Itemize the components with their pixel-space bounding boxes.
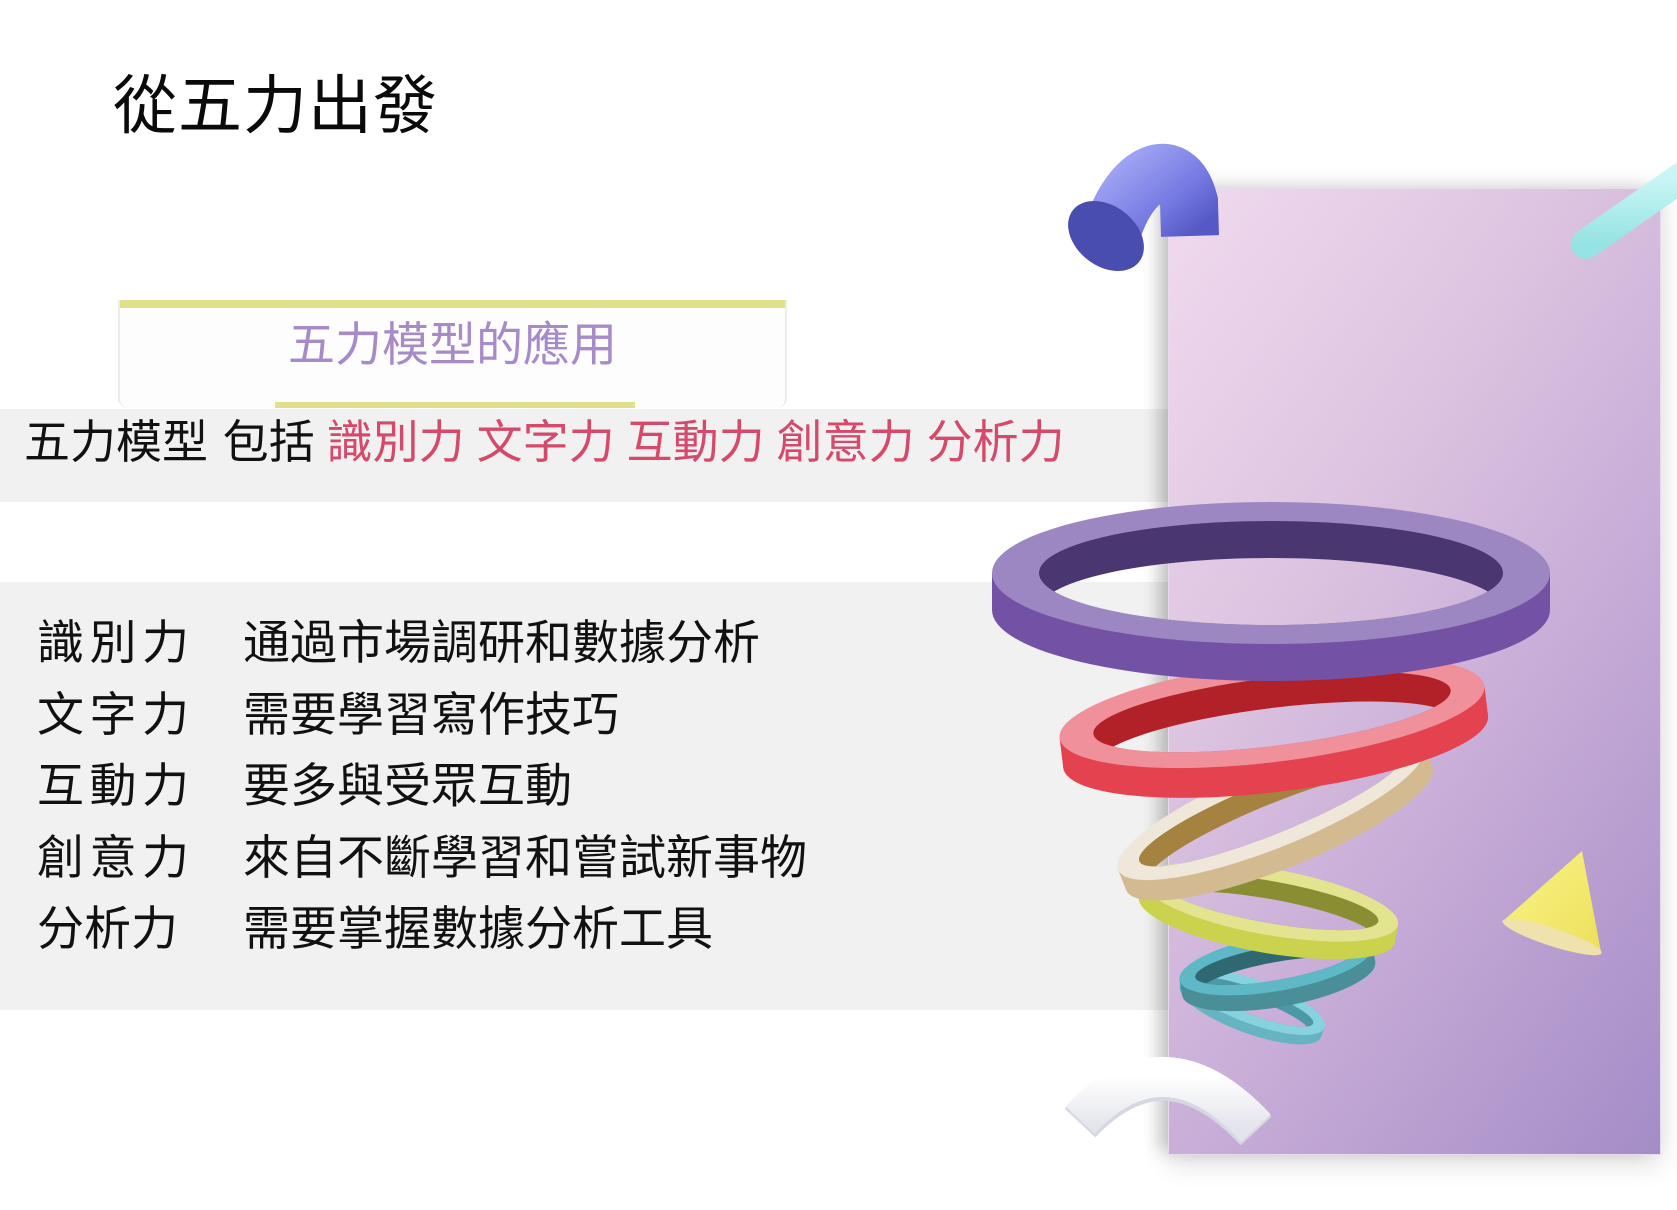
item-label: 識別力 xyxy=(37,616,195,672)
list-item: 創意力 來自不斷學習和嘗試新事物 xyxy=(37,818,807,890)
item-description: 需要學習寫作技巧 xyxy=(243,687,619,743)
highlight-identification: 識別力 xyxy=(326,415,465,469)
item-description: 要多與受眾互動 xyxy=(243,759,572,815)
decorative-panel xyxy=(1168,188,1661,1155)
highlight-creativity: 創意力 xyxy=(776,415,915,469)
details-list: 識別力 通過市場調研和數據分析 文字力 需要學習寫作技巧 互動力 要多與受眾互動… xyxy=(37,603,807,961)
item-description: 通過市場調研和數據分析 xyxy=(243,616,760,672)
list-item: 互動力 要多與受眾互動 xyxy=(37,746,807,818)
card-bottom-accent-bar xyxy=(275,402,635,408)
list-item: 文字力 需要學習寫作技巧 xyxy=(37,675,807,747)
item-label: 創意力 xyxy=(37,830,195,886)
item-label: 文字力 xyxy=(37,687,195,743)
subtitle-card: 五力模型的應用 xyxy=(118,300,787,408)
list-item: 識別力 通過市場調研和數據分析 xyxy=(37,603,807,675)
item-description: 需要掌握數據分析工具 xyxy=(243,902,713,958)
details-band xyxy=(0,582,1168,1010)
highlight-interaction: 互動力 xyxy=(626,415,765,469)
highlight-analysis: 分析力 xyxy=(926,415,1065,469)
item-description: 來自不斷學習和嘗試新事物 xyxy=(243,830,807,886)
card-top-accent-bar xyxy=(120,300,785,308)
list-item: 分析力 需要掌握數據分析工具 xyxy=(37,889,807,961)
subtitle: 五力模型的應用 xyxy=(288,318,617,373)
summary-prefix: 五力模型 包括 xyxy=(24,415,315,469)
summary-band xyxy=(0,409,1168,502)
item-label: 分析力 xyxy=(37,902,178,958)
summary-line: 五力模型 包括識別力文字力互動力創意力分析力 xyxy=(24,419,1065,465)
highlight-writing: 文字力 xyxy=(476,415,615,469)
page-title: 從五力出發 xyxy=(113,70,438,144)
item-label: 互動力 xyxy=(37,759,195,815)
